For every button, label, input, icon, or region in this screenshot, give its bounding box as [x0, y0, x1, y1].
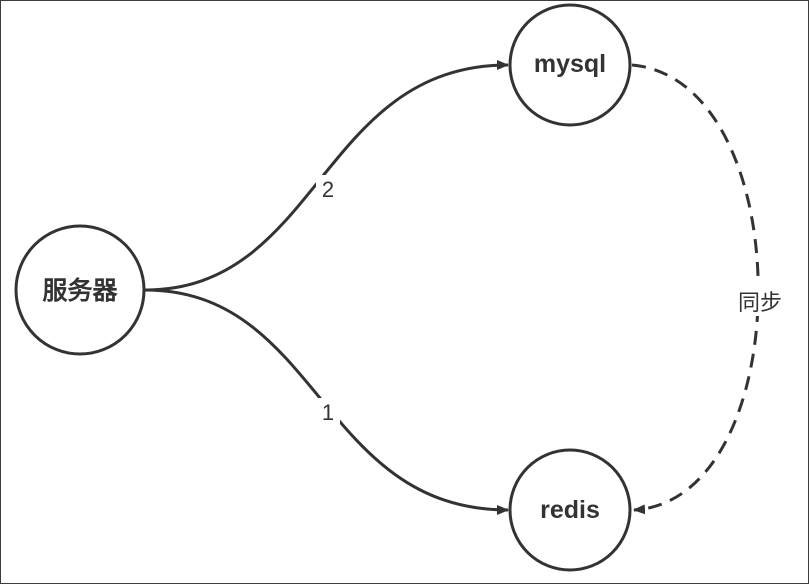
node-mysql-circle [508, 3, 632, 127]
node-mysql-label: mysql [534, 50, 606, 78]
node-mysql: mysql [508, 3, 632, 127]
edge-label-2-bg [316, 175, 340, 203]
node-redis: redis [508, 448, 632, 572]
node-redis-circle [508, 448, 632, 572]
edge-label-sync: 同步 [738, 290, 782, 315]
node-server-label: 服务器 [42, 277, 118, 305]
node-server-circle [14, 224, 146, 356]
edge-label-1-bg [316, 398, 340, 426]
node-server: 服务器 [14, 224, 146, 356]
node-redis-label: redis [540, 496, 600, 524]
edge-label-sync-bg [734, 284, 786, 316]
edge-label-2: 2 [322, 177, 334, 202]
edge-label-1: 1 [322, 400, 334, 425]
